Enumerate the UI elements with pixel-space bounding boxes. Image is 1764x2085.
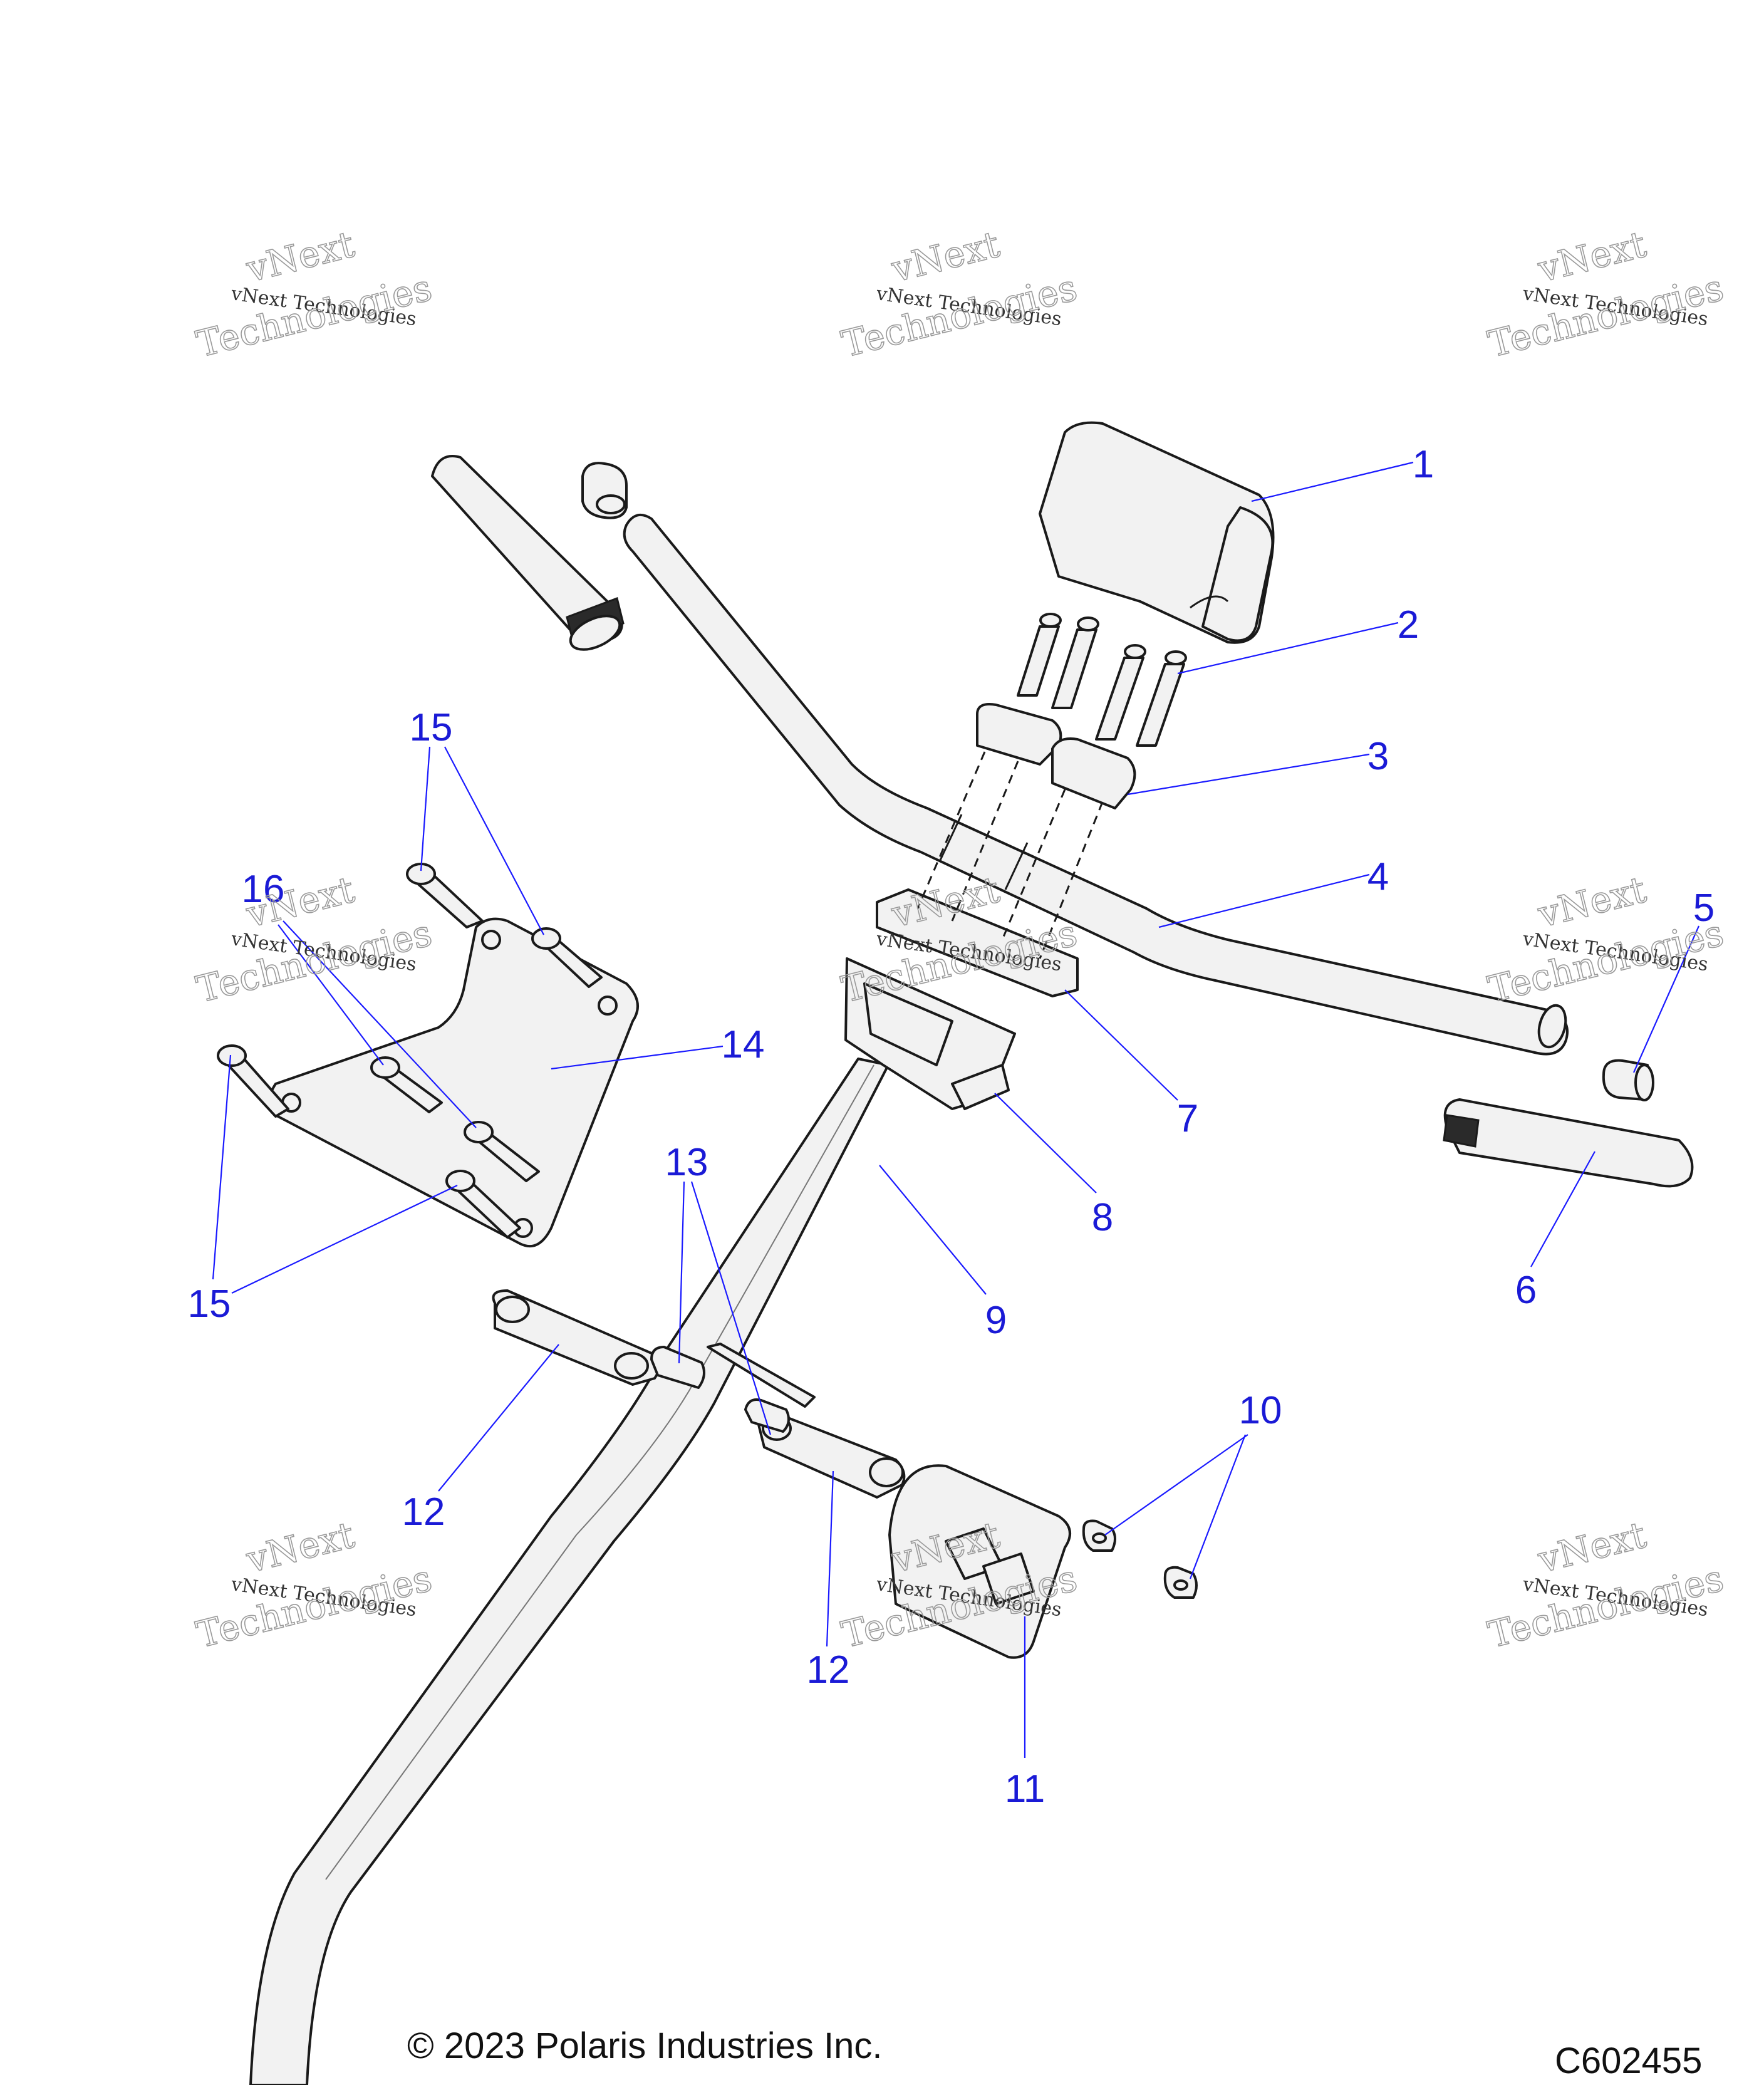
- callout-1: 1: [1413, 443, 1434, 486]
- left-end-cap: [581, 462, 628, 519]
- upper-clamps: [976, 703, 1136, 809]
- svg-text:vNext: vNext: [1533, 223, 1650, 291]
- column-top-bracket: [844, 957, 1016, 1110]
- instrument-cover: [1039, 421, 1275, 644]
- callout-12-left: 12: [402, 1490, 445, 1534]
- callout-labels: 1 2 3 4 5 6 7 8 9 10 11 12 12 13 14 15 1…: [188, 443, 1715, 1811]
- nuts: [1082, 1519, 1198, 1599]
- right-grip: [1443, 1098, 1694, 1188]
- left-grip: [431, 455, 625, 651]
- handlebar: [623, 513, 1569, 1056]
- svg-text:Technologies: Technologies: [192, 1557, 436, 1656]
- callout-15-bottom: 15: [188, 1282, 231, 1326]
- callout-8: 8: [1092, 1196, 1113, 1239]
- svg-text:Technologies: Technologies: [838, 266, 1081, 366]
- svg-text:Technologies: Technologies: [192, 266, 436, 366]
- svg-text:Technologies: Technologies: [1484, 912, 1728, 1011]
- callout-11: 11: [1005, 1767, 1045, 1811]
- callout-10: 10: [1239, 1389, 1282, 1432]
- svg-text:vNext: vNext: [1533, 868, 1650, 936]
- steering-column: [249, 1058, 890, 2085]
- spacers: [650, 1346, 790, 1433]
- callout-4: 4: [1367, 855, 1389, 898]
- callout-3: 3: [1367, 735, 1389, 778]
- callout-15-top: 15: [410, 706, 453, 749]
- drawing-id: C602455: [1555, 2041, 1703, 2081]
- callout-6: 6: [1515, 1269, 1537, 1312]
- clamp-bolts: [1017, 613, 1187, 747]
- right-end-cap: [1602, 1059, 1654, 1101]
- plate-bolts: [217, 863, 603, 1239]
- svg-text:vNext: vNext: [242, 223, 358, 291]
- lower-clamps: [876, 751, 1104, 997]
- watermarks: vNext Technologies vNext Technologies vN…: [192, 222, 1728, 1657]
- access-plate: [888, 1464, 1071, 1659]
- callout-16: 16: [242, 868, 285, 911]
- svg-text:vNext: vNext: [1533, 1514, 1650, 1581]
- callout-14: 14: [722, 1023, 765, 1066]
- svg-text:vNext: vNext: [242, 1514, 358, 1581]
- copyright-text: © 2023 Polaris Industries Inc.: [407, 2025, 883, 2066]
- svg-text:Technologies: Technologies: [192, 912, 436, 1011]
- callout-13: 13: [665, 1141, 708, 1184]
- callout-7: 7: [1177, 1097, 1198, 1140]
- svg-text:vNext: vNext: [887, 223, 1004, 291]
- callout-9: 9: [985, 1299, 1007, 1342]
- svg-text:Technologies: Technologies: [1484, 1557, 1728, 1656]
- callout-12-right: 12: [807, 1648, 850, 1692]
- callout-5: 5: [1693, 887, 1715, 930]
- leader-lines: [212, 461, 1700, 1758]
- callout-2: 2: [1398, 603, 1419, 647]
- svg-text:Technologies: Technologies: [1484, 266, 1728, 366]
